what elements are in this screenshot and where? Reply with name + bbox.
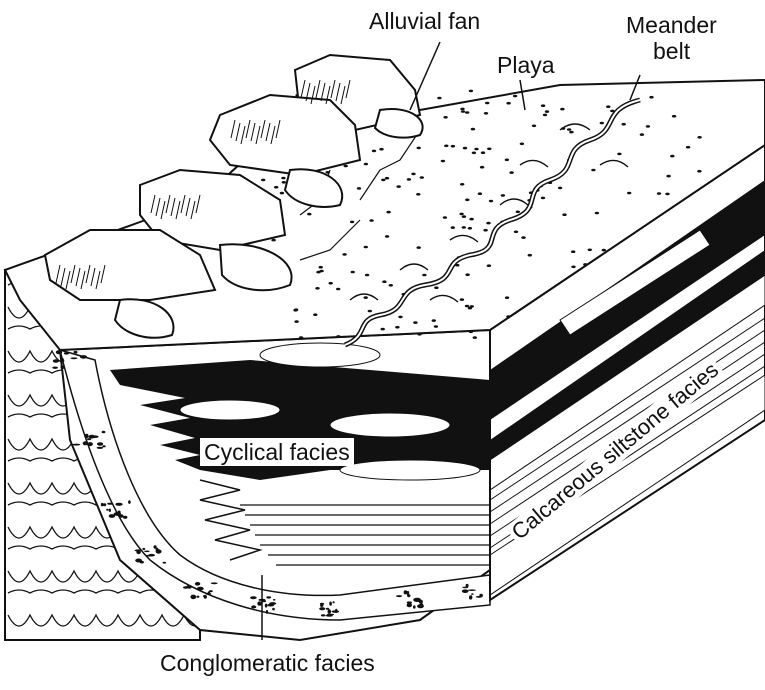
- label-playa: Playa: [497, 52, 555, 78]
- label-meander: Meander: [626, 12, 717, 38]
- label-alluvial-fan: Alluvial fan: [369, 8, 480, 34]
- label-cyclical-facies: Cyclical facies: [200, 438, 354, 466]
- label-conglomeratic-facies: Conglomeratic facies: [160, 650, 375, 676]
- label-belt: belt: [653, 38, 690, 64]
